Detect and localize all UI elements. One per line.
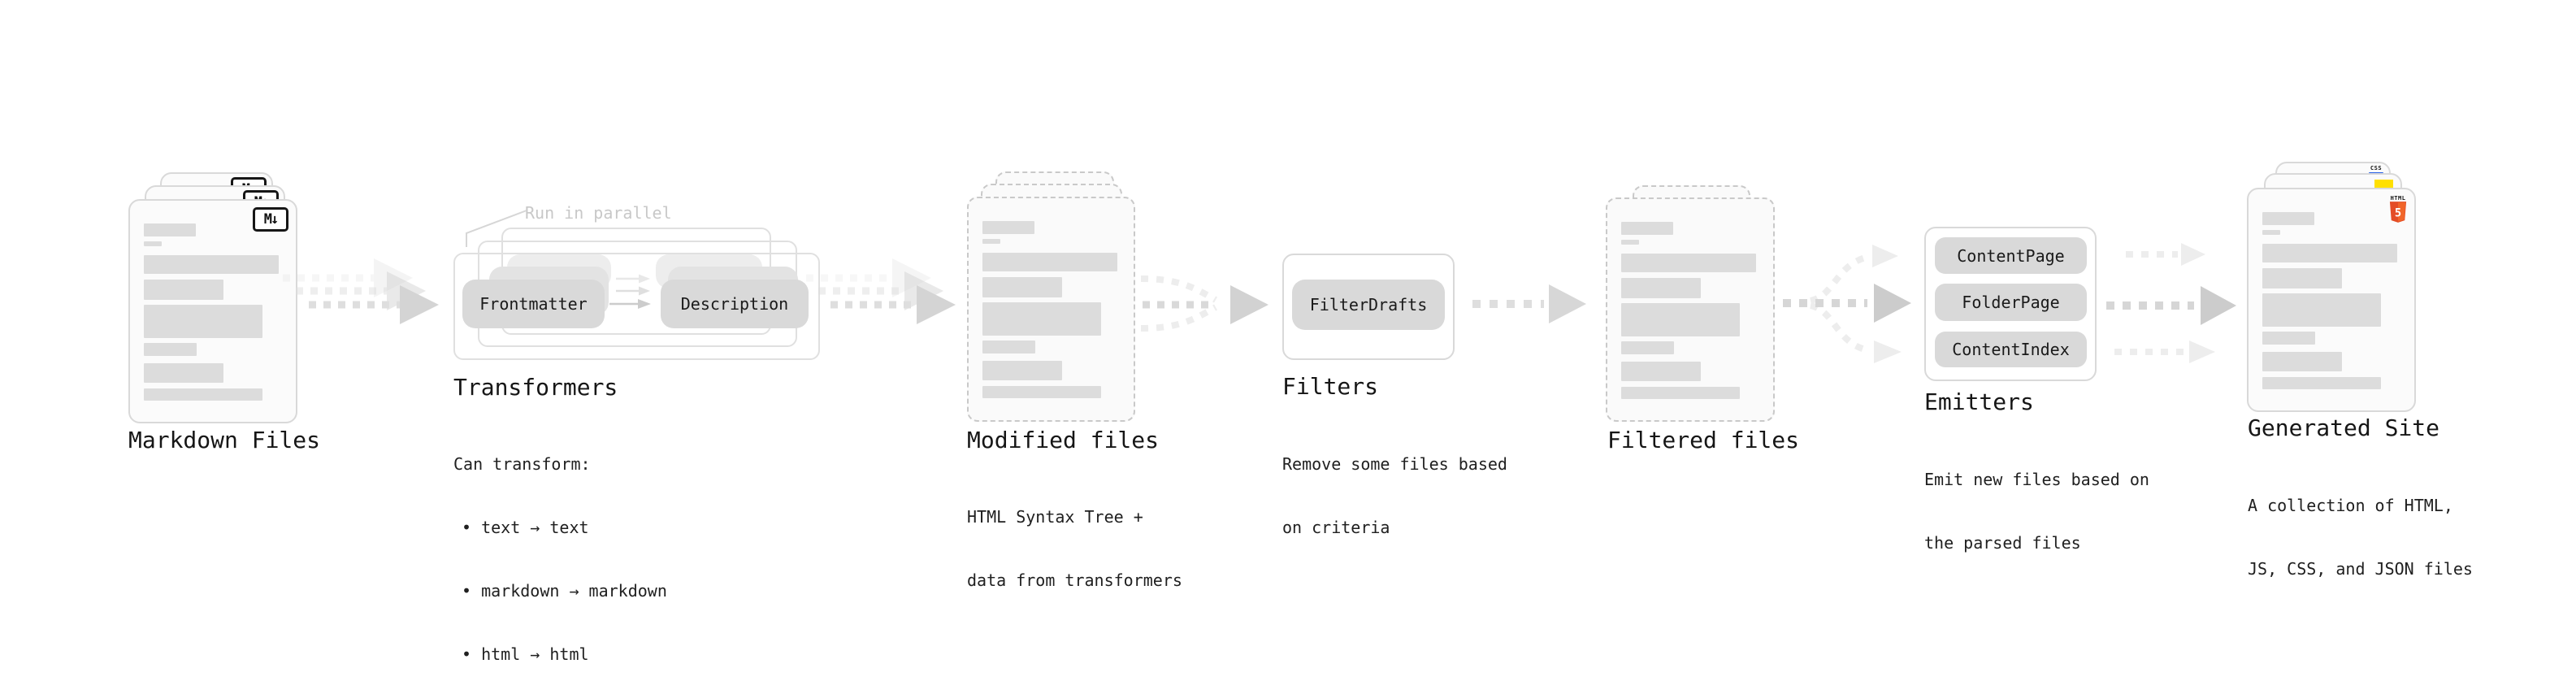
skeleton-line <box>2262 268 2342 288</box>
markdown-file-card: M↓ <box>128 199 297 423</box>
arrow-filters-to-filtered <box>1472 284 1586 323</box>
javascript-icon <box>2374 180 2393 189</box>
filtered-file-card <box>1606 197 1775 422</box>
skeleton-line <box>982 340 1035 354</box>
arrow-markdown-to-transformers <box>283 258 439 324</box>
skeleton-line <box>2262 332 2315 345</box>
skeleton-line <box>982 302 1101 336</box>
skeleton-line <box>144 305 262 338</box>
skeleton-line <box>144 241 162 246</box>
run-in-parallel-label: Run in parallel <box>525 203 672 223</box>
modified-files-description: HTML Syntax Tree + data from transformer… <box>967 507 1182 590</box>
skeleton-line <box>1621 303 1740 336</box>
skeleton-line <box>982 386 1101 398</box>
skeleton-line <box>1621 387 1740 399</box>
generated-site-label: Generated Site <box>2248 414 2440 441</box>
markdown-files-label: Markdown Files <box>128 427 321 453</box>
document-skeleton <box>144 223 279 401</box>
document-skeleton <box>1621 222 1756 399</box>
description-pill: Description <box>661 280 809 328</box>
skeleton-line <box>2262 244 2397 262</box>
skeleton-line <box>1621 254 1756 272</box>
skeleton-line <box>1621 278 1701 298</box>
modified-files-label: Modified files <box>967 427 1160 453</box>
transformers-description: Can transform: • text → text • markdown … <box>453 454 667 664</box>
emitters-description: Emit new files based on the parsed files <box>1924 470 2149 553</box>
filtered-files-label: Filtered files <box>1607 427 1800 453</box>
document-skeleton <box>982 221 1117 398</box>
markdown-icon: M↓ <box>253 207 288 232</box>
arrow-emitters-to-generated <box>2106 243 2236 363</box>
contentindex-pill: ContentIndex <box>1935 332 2087 367</box>
skeleton-line <box>2262 352 2342 371</box>
skeleton-line <box>982 221 1034 234</box>
contentpage-pill: ContentPage <box>1935 237 2087 274</box>
filters-description: Remove some files based on criteria <box>1282 454 1507 537</box>
transformer-box-front <box>453 253 820 360</box>
folderpage-pill: FolderPage <box>1935 284 2087 321</box>
skeleton-line <box>1621 240 1639 245</box>
filterdrafts-pill: FilterDrafts <box>1292 280 1445 330</box>
skeleton-line <box>144 255 279 274</box>
modified-file-card <box>967 197 1135 422</box>
skeleton-line <box>982 253 1117 271</box>
skeleton-line <box>2262 293 2381 327</box>
skeleton-line <box>2262 230 2280 235</box>
transformers-label: Transformers <box>453 374 618 401</box>
arrow-transformers-to-modified <box>806 258 956 324</box>
skeleton-line <box>144 388 262 401</box>
skeleton-line <box>144 363 223 383</box>
skeleton-line <box>982 239 1000 244</box>
skeleton-line <box>2262 212 2314 225</box>
emitters-label: Emitters <box>1924 388 2034 415</box>
arrow-modified-to-filters <box>1140 275 1268 332</box>
skeleton-line <box>144 223 196 236</box>
skeleton-line <box>144 280 223 300</box>
skeleton-line <box>1621 222 1673 235</box>
skeleton-line <box>2262 377 2381 389</box>
skeleton-line <box>1621 362 1701 381</box>
html5-icon: HTML 5 <box>2388 195 2408 223</box>
skeleton-line <box>982 361 1062 380</box>
svg-text:5: 5 <box>2395 207 2401 220</box>
generated-site-description: A collection of HTML, JS, CSS, and JSON … <box>2248 496 2473 579</box>
frontmatter-pill: Frontmatter <box>462 280 605 328</box>
document-skeleton <box>2262 212 2397 389</box>
filters-label: Filters <box>1282 373 1379 400</box>
skeleton-line <box>1621 341 1674 354</box>
skeleton-line <box>144 343 197 356</box>
generated-file-card: HTML 5 <box>2247 188 2416 412</box>
skeleton-line <box>982 277 1062 297</box>
arrow-filtered-to-emitters <box>1783 245 1911 363</box>
